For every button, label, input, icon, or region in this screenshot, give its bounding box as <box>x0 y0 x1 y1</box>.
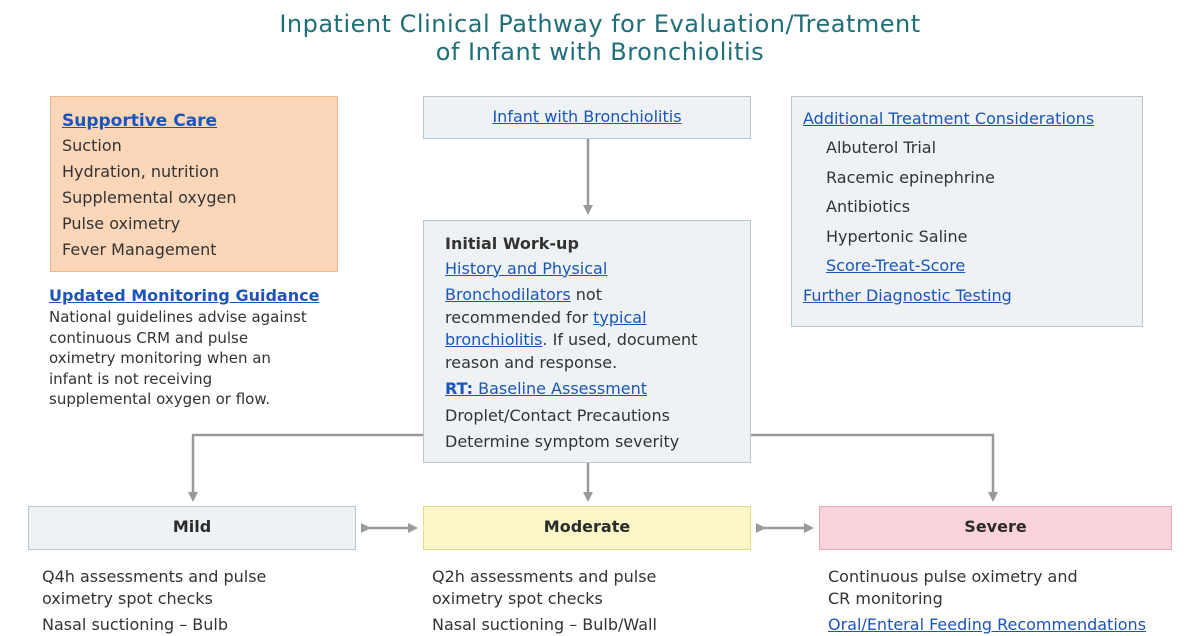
guidance-line: continuous CRM and pulse <box>49 328 249 347</box>
severity-text: Determine symptom severity <box>445 432 680 451</box>
rt-baseline-link[interactable]: RT: Baseline Assessment <box>445 379 647 398</box>
bronchodilators-text: . If used, document <box>542 330 698 349</box>
initial-workup-heading: Initial Work-up <box>445 234 579 253</box>
treatment-item: Antibiotics <box>826 197 911 216</box>
rt-label: RT: <box>445 379 474 398</box>
bronchodilators-text: not <box>570 285 602 304</box>
arrow-workup-to-mild <box>188 433 423 502</box>
feeding-recommendations-link[interactable]: Oral/Enteral Feeding Recommendations <box>828 615 1147 634</box>
page-title-line-2: of Infant with Bronchiolitis <box>435 38 765 66</box>
mild-detail-line: oximetry spot checks <box>42 589 213 608</box>
severe-detail-line: Continuous pulse oximetry and <box>828 567 1078 586</box>
supportive-care-item: Suction <box>62 136 122 155</box>
supportive-care-item: Fever Management <box>62 240 217 259</box>
typical-bronchiolitis-link[interactable]: bronchiolitis <box>445 330 543 349</box>
mild-details: Q4h assessments and pulse oximetry spot … <box>42 566 342 636</box>
mild-detail-line: Q4h assessments and pulse <box>42 567 267 586</box>
treatment-item: Racemic epinephrine <box>826 167 995 187</box>
infant-bronchiolitis-link[interactable]: Infant with Bronchiolitis <box>492 107 682 126</box>
treatment-item: Albuterol Trial <box>826 138 937 157</box>
moderate-details: Q2h assessments and pulse oximetry spot … <box>432 566 742 636</box>
severity-mild-box: Mild <box>28 506 356 550</box>
precautions-text: Droplet/Contact Precautions <box>445 405 670 425</box>
supportive-care-item: Hydration, nutrition <box>62 162 220 181</box>
bronchodilators-link[interactable]: Bronchodilators <box>445 285 571 304</box>
moderate-detail-line: oximetry spot checks <box>432 589 603 608</box>
severity-moderate-box: Moderate <box>423 506 751 550</box>
additional-treatment-box: Additional Treatment Considerations Albu… <box>791 96 1143 327</box>
mild-detail-line: Nasal suctioning – Bulb <box>42 615 228 634</box>
severe-details: Continuous pulse oximetry and CR monitor… <box>828 566 1188 636</box>
severe-detail-line: CR monitoring <box>828 589 943 608</box>
supportive-care-link[interactable]: Supportive Care <box>62 111 218 131</box>
supportive-care-item: Pulse oximetry <box>62 214 181 233</box>
arrow-workup-to-severe <box>751 433 998 502</box>
history-physical-link[interactable]: History and Physical <box>445 258 608 278</box>
guidance-line: National guidelines advise against <box>49 308 307 326</box>
further-testing-link[interactable]: Further Diagnostic Testing <box>803 285 1012 305</box>
start-node-box: Infant with Bronchiolitis <box>423 96 751 139</box>
guidance-line: oximetry monitoring when an <box>49 349 271 367</box>
guidance-line: infant is not receiving <box>49 369 213 388</box>
monitoring-guidance: Updated Monitoring Guidance National gui… <box>49 285 349 410</box>
bronchodilators-text: reason and response. <box>445 352 618 372</box>
supportive-care-box: Supportive Care Suction Hydration, nutri… <box>50 96 338 272</box>
rt-baseline-text: Baseline Assessment <box>473 379 648 398</box>
additional-treatment-link[interactable]: Additional Treatment Considerations <box>803 109 1095 128</box>
moderate-detail-line: Nasal suctioning – Bulb/Wall <box>432 615 657 634</box>
treatment-item: Hypertonic Saline <box>826 226 968 246</box>
guidance-line: supplemental oxygen or flow. <box>49 390 271 408</box>
moderate-detail-line: Q2h assessments and pulse <box>432 567 657 586</box>
page-title-line-1: Inpatient Clinical Pathway for Evaluatio… <box>279 10 921 38</box>
typical-bronchiolitis-link[interactable]: typical <box>593 307 647 327</box>
initial-workup-box: Initial Work-up History and Physical Bro… <box>423 220 751 463</box>
supportive-care-item: Supplemental oxygen <box>62 188 237 207</box>
severity-severe-box: Severe <box>819 506 1172 550</box>
monitoring-guidance-link[interactable]: Updated Monitoring Guidance <box>49 286 320 305</box>
score-treat-score-link[interactable]: Score-Treat-Score <box>826 256 966 275</box>
bronchodilators-text: recommended for <box>445 307 594 327</box>
